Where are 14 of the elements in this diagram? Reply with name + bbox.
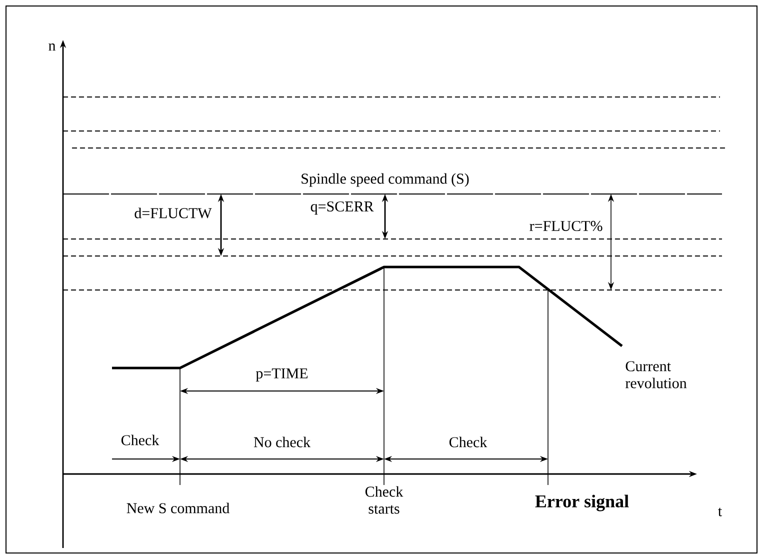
dimension-label: r=FLUCT% bbox=[530, 220, 602, 232]
range-label: Check bbox=[121, 434, 160, 446]
curve-label: Current revolution bbox=[626, 361, 687, 388]
axis-label: t bbox=[718, 508, 722, 516]
axis-label: n bbox=[48, 43, 56, 51]
dimension-label: q=SCERR bbox=[310, 201, 374, 215]
dimension-label: p=TIME bbox=[256, 368, 308, 382]
event-label: Error signal bbox=[535, 494, 629, 512]
range-label: Check bbox=[449, 436, 488, 448]
dimension-label: d=FLUCTW bbox=[134, 208, 212, 218]
line-label: Spindle speed command (S) bbox=[302, 173, 469, 187]
range-label: No check bbox=[254, 436, 311, 448]
event-label: New S command bbox=[126, 502, 230, 514]
event-label: Check starts bbox=[365, 486, 404, 514]
